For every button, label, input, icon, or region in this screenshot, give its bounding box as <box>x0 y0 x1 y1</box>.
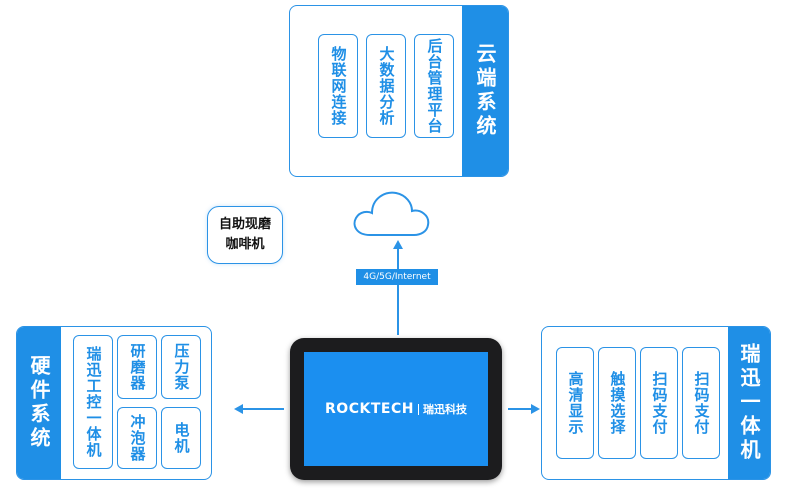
hw-item-brewer: 冲泡器 <box>117 407 157 469</box>
cloud-icon <box>353 191 430 236</box>
all-in-one-panel: 高清显示 触摸选择 扫码支付 扫码支付 瑞迅一体机 <box>541 326 771 480</box>
hw-item-ipc: 瑞迅工控一体机 <box>73 335 113 469</box>
all-in-one-title: 瑞迅一体机 <box>737 343 761 463</box>
aio-item-touch: 触摸选择 <box>598 347 636 459</box>
cloud-system-title: 云端系统 <box>473 43 497 139</box>
left-arrow-head <box>234 404 243 414</box>
hardware-system-title: 硬件系统 <box>27 355 51 451</box>
hardware-system-tab: 硬件系统 <box>17 327 61 479</box>
device-to-hardware-line <box>242 408 284 410</box>
hw-item-pump-label: 压力泵 <box>172 343 191 391</box>
hw-item-motor: 电机 <box>161 407 201 469</box>
hw-item-grinder-label: 研磨器 <box>128 343 147 391</box>
cloud-item-iot: 物联网连接 <box>318 34 358 138</box>
all-in-one-tab: 瑞迅一体机 <box>728 327 770 479</box>
cloud-item-bigdata: 大数据分析 <box>366 34 406 138</box>
cloud-item-admin-label: 后台管理平台 <box>425 38 444 134</box>
hw-item-grinder: 研磨器 <box>117 335 157 399</box>
brand-divider <box>417 403 419 415</box>
device-to-aio-line <box>508 408 532 410</box>
hardware-system-panel: 硬件系统 瑞迅工控一体机 研磨器 压力泵 冲泡器 电机 <box>16 326 212 480</box>
device-to-cloud-line <box>397 247 399 335</box>
aio-item-touch-label: 触摸选择 <box>608 371 627 435</box>
hw-item-ipc-label: 瑞迅工控一体机 <box>84 346 103 458</box>
network-label-text: 4G/5G/Internet <box>363 272 431 282</box>
aio-item-scan-pay-2: 扫码支付 <box>682 347 720 459</box>
right-arrow-head <box>531 404 540 414</box>
cloud-item-bigdata-label: 大数据分析 <box>377 46 396 126</box>
hw-item-brewer-label: 冲泡器 <box>128 414 147 462</box>
aio-item-hd-display: 高清显示 <box>556 347 594 459</box>
cloud-item-iot-label: 物联网连接 <box>329 46 348 126</box>
coffee-machine-badge: 自助现磨 咖啡机 <box>207 206 283 264</box>
aio-item-hd-display-label: 高清显示 <box>566 371 585 435</box>
badge-line-2: 咖啡机 <box>225 237 265 252</box>
device-screen: ROCKTECH 瑞迅科技 <box>304 352 488 466</box>
aio-item-scan-pay-1-label: 扫码支付 <box>650 371 669 435</box>
hw-item-pump: 压力泵 <box>161 335 201 399</box>
device-brand: ROCKTECH <box>325 401 414 417</box>
hw-item-motor-label: 电机 <box>172 422 191 454</box>
aio-item-scan-pay-2-label: 扫码支付 <box>692 371 711 435</box>
cloud-item-admin: 后台管理平台 <box>414 34 454 138</box>
badge-line-1: 自助现磨 <box>218 217 271 232</box>
cloud-system-tab: 云端系统 <box>462 6 508 176</box>
cloud-system-panel: 物联网连接 大数据分析 后台管理平台 云端系统 <box>289 5 509 177</box>
up-arrow-head <box>393 240 403 249</box>
network-label: 4G/5G/Internet <box>356 269 438 285</box>
rocktech-device: ROCKTECH 瑞迅科技 <box>290 338 502 480</box>
aio-item-scan-pay-1: 扫码支付 <box>640 347 678 459</box>
device-brand-cn: 瑞迅科技 <box>422 403 467 416</box>
